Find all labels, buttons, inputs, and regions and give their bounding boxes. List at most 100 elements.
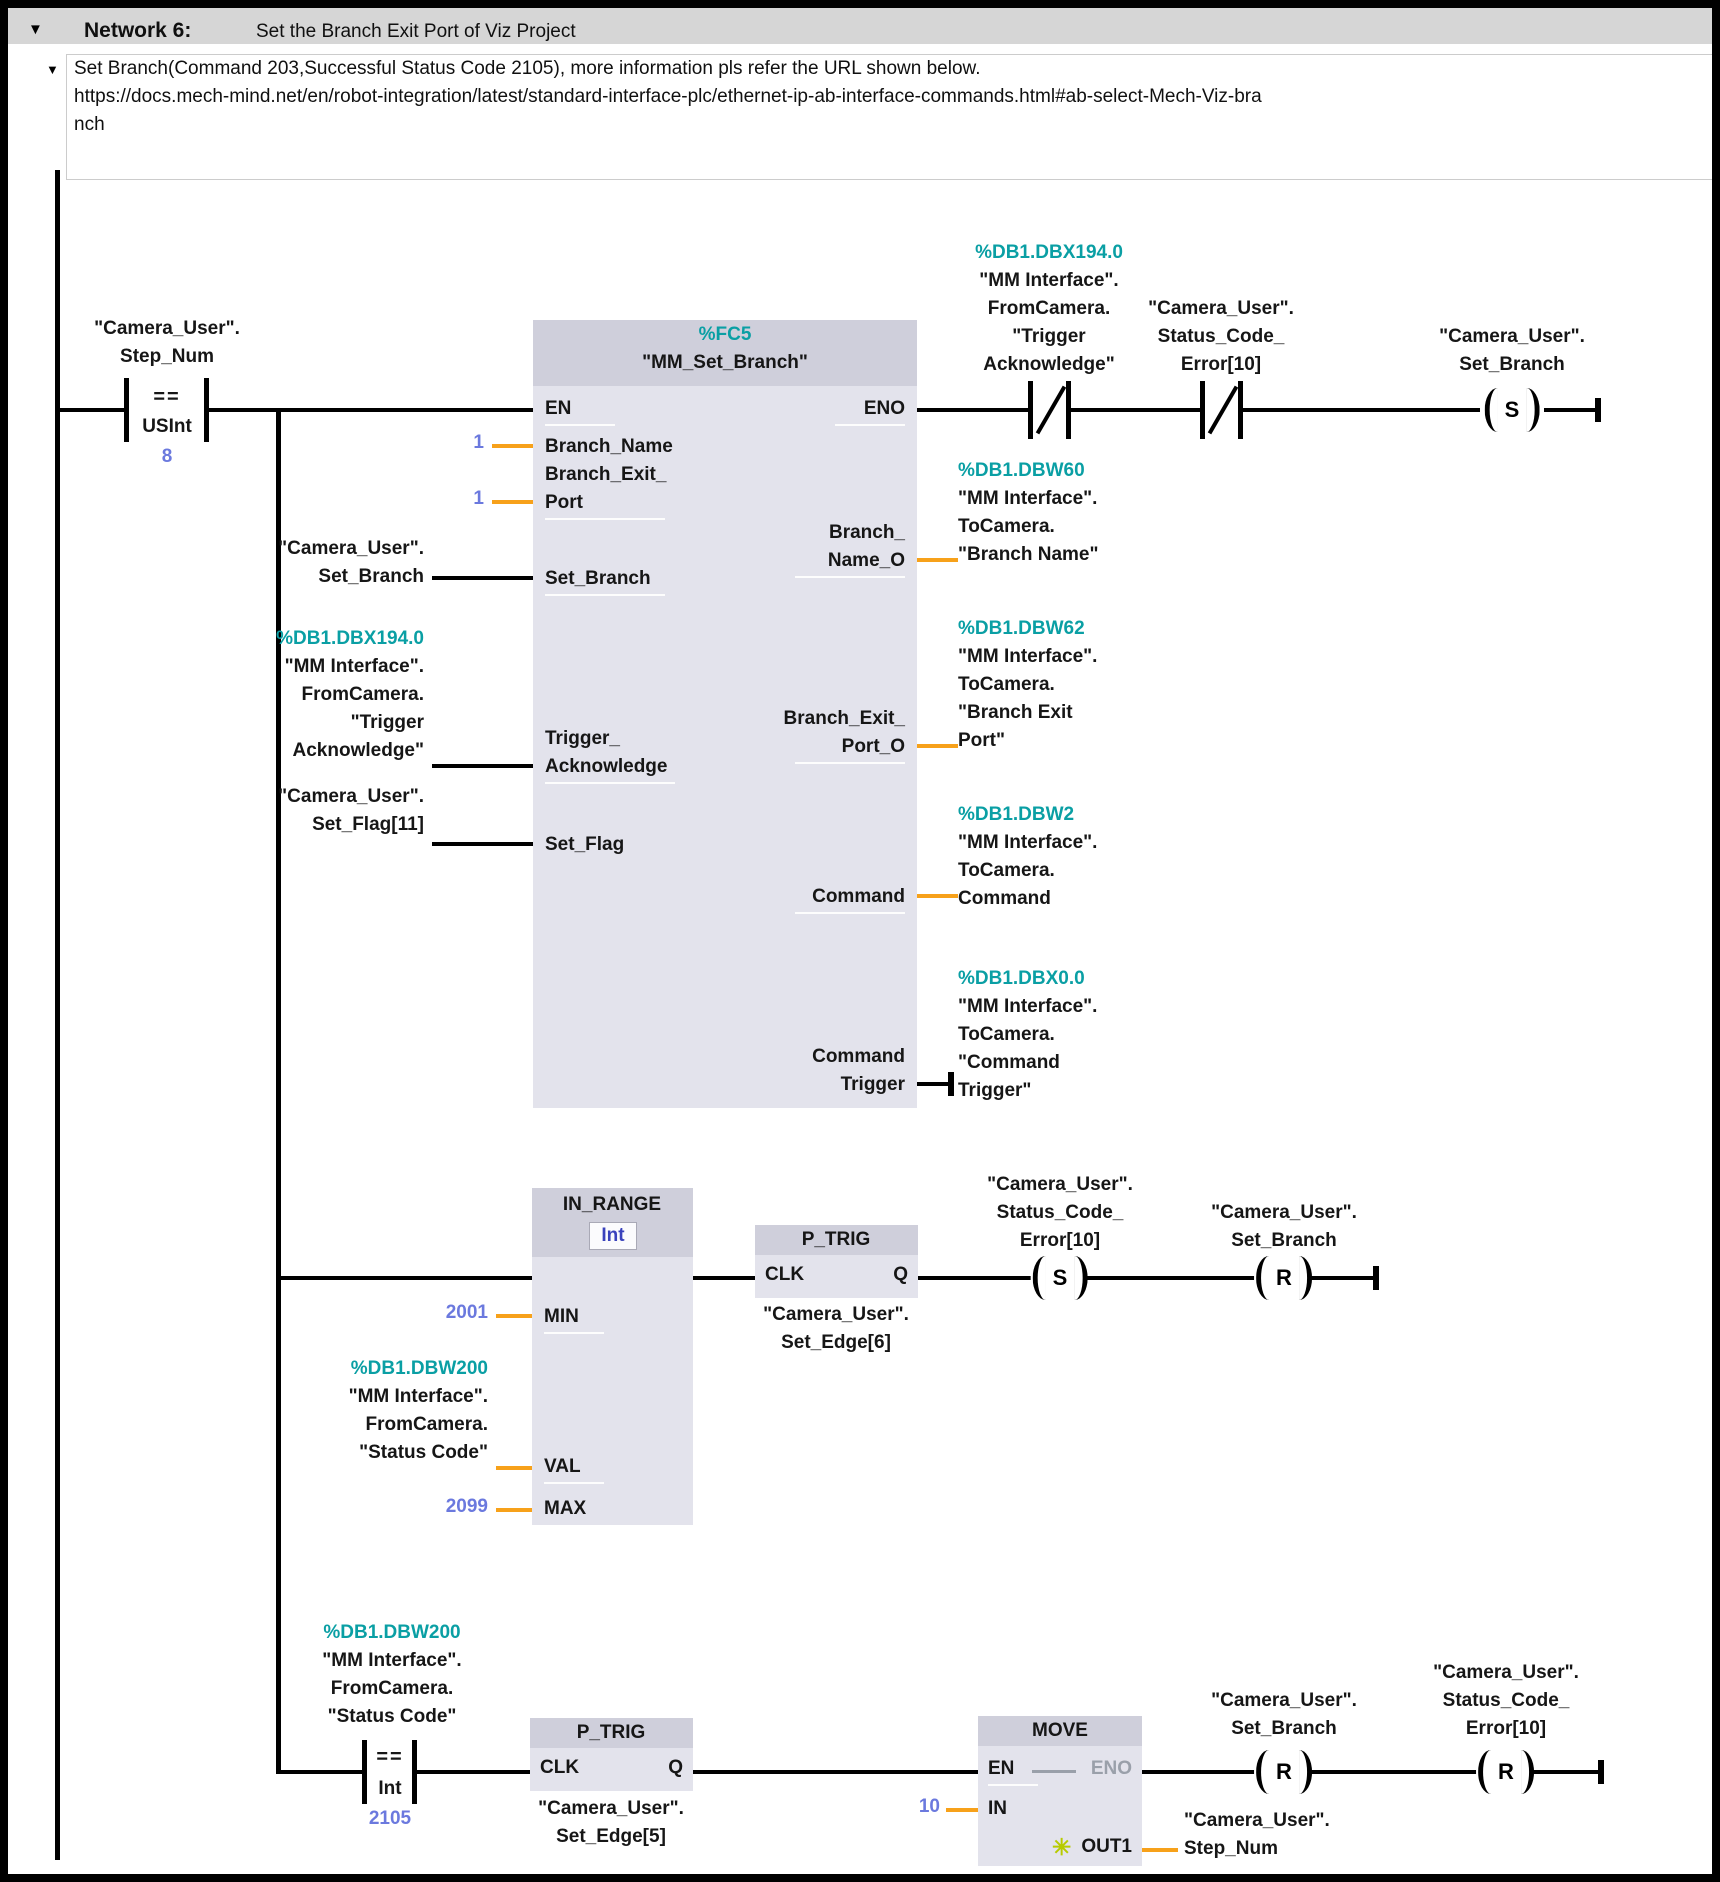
set-coil2-operand[interactable]: "Camera_User". (987, 1174, 1133, 1195)
network-number[interactable]: Network 6: (84, 19, 192, 42)
nc1-operand[interactable]: "Trigger (1012, 326, 1086, 347)
operand-command[interactable]: "MM Interface". (958, 832, 1098, 853)
operand-command-address[interactable]: %DB1.DBW2 (958, 804, 1075, 825)
nc-contact-status-code-error[interactable] (1195, 376, 1251, 444)
branch-exit-port-value[interactable]: 1 (473, 488, 484, 509)
operand-branch-exit-port-o[interactable]: "MM Interface". (958, 646, 1098, 667)
operand-branch-name-o[interactable]: "MM Interface". (958, 488, 1098, 509)
nc1-operand[interactable]: "MM Interface". (979, 270, 1119, 291)
operand-command-trigger[interactable]: "Command (958, 1052, 1060, 1073)
operand-trigger-acknowledge-address[interactable]: %DB1.DBX194.0 (276, 628, 424, 649)
compare2-address[interactable]: %DB1.DBW200 (323, 1622, 461, 1643)
compare2-type[interactable]: Int (378, 1778, 402, 1799)
reset-coil3-operand[interactable]: Error[10] (1465, 1718, 1547, 1739)
nc1-operand[interactable]: Acknowledge" (983, 354, 1115, 375)
val-operand[interactable]: FromCamera. (365, 1414, 489, 1435)
operand-trigger-acknowledge[interactable]: "MM Interface". (284, 656, 424, 677)
reset-coil2-operand[interactable]: Set_Branch (1231, 1718, 1337, 1739)
nc-contact-trigger-acknowledge[interactable] (1023, 376, 1079, 444)
operand-branch-name-o[interactable]: ToCamera. (958, 516, 1055, 537)
max-value[interactable]: 2099 (445, 1496, 488, 1517)
operand-branch-exit-port-o[interactable]: Port" (958, 730, 1006, 751)
compare1-operand[interactable]: "Camera_User". (94, 318, 240, 339)
reset-coil3-operand[interactable]: Status_Code_ (1442, 1690, 1570, 1711)
operand-branch-exit-port-o-address[interactable]: %DB1.DBW62 (958, 618, 1085, 639)
operand-trigger-acknowledge[interactable]: FromCamera. (301, 684, 425, 705)
branch-name-value[interactable]: 1 (473, 432, 484, 453)
network-title[interactable]: Set the Branch Exit Port of Viz Project (256, 21, 576, 42)
compare2-contact[interactable] (358, 1738, 422, 1808)
operand-branch-exit-port-o[interactable]: ToCamera. (958, 674, 1055, 695)
contact-bar (124, 378, 129, 442)
operand-command-trigger-address[interactable]: %DB1.DBX0.0 (958, 968, 1085, 989)
operand-branch-name-o-address[interactable]: %DB1.DBW60 (958, 460, 1085, 481)
nc1-operand[interactable]: FromCamera. (987, 298, 1111, 319)
reset-coil-set-branch[interactable]: R (1254, 1256, 1314, 1300)
p-trig-2-operand[interactable]: "Camera_User". (538, 1798, 684, 1819)
operand-set-flag[interactable]: Set_Flag[11] (312, 814, 424, 835)
val-operand[interactable]: "MM Interface". (348, 1386, 488, 1407)
network-header-bar[interactable]: ▼ Network 6: Set the Branch Exit Port of… (8, 8, 1712, 44)
reset-coil3-operand[interactable]: "Camera_User". (1433, 1662, 1579, 1683)
operand-command[interactable]: Command (958, 888, 1051, 909)
operand-command-trigger[interactable]: ToCamera. (958, 1024, 1055, 1045)
set-coil-set-branch[interactable]: S (1482, 388, 1542, 432)
p-trig-1-operand[interactable]: "Camera_User". (763, 1304, 909, 1325)
nc2-operand[interactable]: "Camera_User". (1148, 298, 1294, 319)
rung1-end-terminal (1595, 398, 1601, 422)
min-value[interactable]: 2001 (445, 1302, 488, 1323)
reset-coil-set-branch-2[interactable]: R (1254, 1750, 1314, 1794)
nc1-address[interactable]: %DB1.DBX194.0 (975, 242, 1123, 263)
operand-command-trigger[interactable]: Trigger" (958, 1080, 1032, 1101)
compare2-operand[interactable]: "MM Interface". (322, 1650, 462, 1671)
fc5-block[interactable] (533, 320, 917, 1108)
set-coil-status-code-error[interactable]: S (1030, 1256, 1090, 1300)
operand-branch-exit-port-o[interactable]: "Branch Exit (958, 702, 1073, 723)
operand-trigger-acknowledge[interactable]: "Trigger (350, 712, 424, 733)
operand-command-trigger[interactable]: "MM Interface". (958, 996, 1098, 1017)
move-in-value[interactable]: 10 (918, 1796, 940, 1817)
compare2-value[interactable]: 2105 (368, 1808, 412, 1829)
operand-branch-name-o[interactable]: "Branch Name" (958, 544, 1099, 565)
pin-clk: CLK (540, 1757, 580, 1778)
pin-branch-exit-port: Port (545, 492, 583, 513)
operand-step-num[interactable]: Step_Num (1184, 1838, 1278, 1859)
p-trig-1-operand[interactable]: Set_Edge[6] (781, 1332, 891, 1353)
set-coil2-operand[interactable]: Status_Code_ (996, 1202, 1124, 1223)
comment-box[interactable] (66, 54, 1714, 180)
reset-coil-status-code-error[interactable]: R (1476, 1750, 1536, 1794)
pin-branch-exit-port-o: Port_O (841, 736, 905, 757)
val-operand-address[interactable]: %DB1.DBW200 (350, 1358, 488, 1379)
reset-coil2-operand[interactable]: "Camera_User". (1211, 1690, 1357, 1711)
input-stub-max (496, 1508, 532, 1512)
set-coil2-operand[interactable]: Error[10] (1019, 1230, 1101, 1251)
compare1-operand[interactable]: Step_Num (120, 346, 214, 367)
reset-coil1-operand[interactable]: "Camera_User". (1211, 1202, 1357, 1223)
compare1-contact[interactable] (120, 376, 214, 446)
comment-collapse-icon[interactable]: ▼ (46, 62, 59, 77)
set-coil-operand[interactable]: Set_Branch (1459, 354, 1565, 375)
reset-coil1-operand[interactable]: Set_Branch (1231, 1230, 1337, 1251)
operand-trigger-acknowledge[interactable]: Acknowledge" (292, 740, 424, 761)
operand-step-num[interactable]: "Camera_User". (1184, 1810, 1330, 1831)
network-collapse-icon[interactable]: ▼ (28, 21, 43, 38)
compare1-value[interactable]: 8 (161, 446, 173, 467)
nc2-operand[interactable]: Error[10] (1180, 354, 1262, 375)
output-stub-branch-name-o (917, 558, 958, 562)
in-range-type-badge[interactable]: Int (589, 1222, 637, 1250)
val-operand[interactable]: "Status Code" (359, 1442, 488, 1463)
operand-set-branch[interactable]: Set_Branch (318, 566, 424, 587)
compare2-operand[interactable]: "Status Code" (327, 1706, 457, 1727)
pin-branch-name-o: Name_O (827, 550, 905, 571)
operand-command[interactable]: ToCamera. (958, 860, 1055, 881)
set-coil-operand[interactable]: "Camera_User". (1439, 326, 1585, 347)
compare2-operand[interactable]: FromCamera. (330, 1678, 454, 1699)
pin-trigger-acknowledge: Trigger_ (545, 728, 620, 749)
nc2-operand[interactable]: Status_Code_ (1157, 326, 1285, 347)
compare1-type[interactable]: USInt (142, 416, 192, 437)
operand-set-flag[interactable]: "Camera_User". (278, 786, 424, 807)
p-trig-2-title: P_TRIG (576, 1722, 646, 1743)
operand-set-branch[interactable]: "Camera_User". (278, 538, 424, 559)
p-trig-2-operand[interactable]: Set_Edge[5] (556, 1826, 666, 1847)
rung1-wire-d (1071, 408, 1200, 412)
